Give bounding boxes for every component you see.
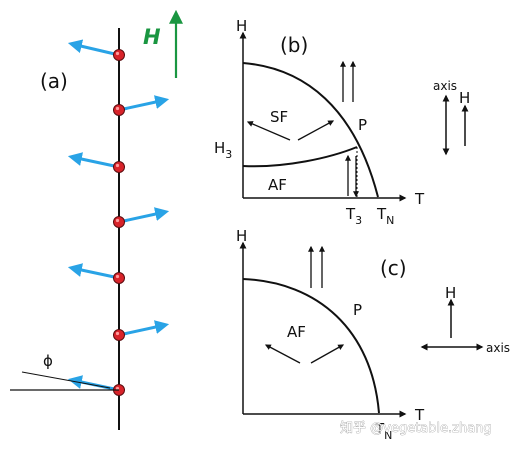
phase-p-label-c: P	[353, 301, 362, 319]
atom	[113, 104, 125, 116]
atom	[113, 329, 125, 341]
field-note-b: H	[459, 89, 470, 107]
phase-sf-label: SF	[270, 108, 288, 126]
af-spin-arrow-left-c	[264, 344, 301, 364]
spin-arrow	[67, 39, 120, 57]
t-axis-c-label: T	[414, 406, 425, 424]
spin-arrow	[67, 152, 120, 169]
phase-p-label-b: P	[358, 116, 367, 134]
phase-af-label-c: AF	[287, 323, 306, 341]
panel-a-label: (a)	[40, 69, 68, 93]
panel-c-label: (c)	[380, 256, 407, 280]
spin-arrow	[67, 263, 120, 280]
spin-arrow	[118, 207, 170, 224]
atom	[113, 272, 125, 284]
phase-boundary-af-sf	[242, 146, 358, 168]
angle-reference-line	[21, 371, 111, 389]
phase-af-label-b: AF	[268, 176, 287, 194]
panel-c: H T (c) TN AF P H axis	[236, 227, 510, 442]
field-note-c: H	[445, 284, 456, 302]
phase-boundary-paramagnetic	[242, 62, 379, 198]
tn-label-b: TN	[376, 205, 394, 227]
h-axis-c-label: H	[236, 227, 247, 245]
atom	[113, 49, 125, 61]
easy-axis-note-c: axis	[486, 341, 510, 355]
spin-arrow	[118, 320, 170, 337]
af-spin-arrow-right-c	[310, 344, 345, 364]
watermark: 知乎 @vegetable.zhang	[340, 420, 492, 436]
easy-axis-note-b: axis	[433, 79, 457, 93]
atom	[113, 161, 125, 173]
phase-boundary-c	[242, 278, 380, 414]
sf-spin-arrow-right	[297, 120, 335, 141]
panel-b: H T (b) H3 T3 TN SF AF P axis H	[214, 17, 470, 227]
spin-arrow	[118, 95, 170, 112]
panel-a: (a) ϕ H	[10, 9, 183, 430]
h3-label: H3	[214, 139, 232, 161]
t-axis-b-label: T	[414, 190, 425, 208]
panel-b-label: (b)	[280, 33, 308, 57]
applied-field-label: H	[143, 25, 161, 49]
angle-phi-label: ϕ	[43, 352, 53, 370]
h-axis-b-label: H	[236, 17, 247, 35]
t3-label: T3	[345, 205, 362, 227]
sf-spin-arrow-left	[246, 121, 291, 141]
atom	[113, 216, 125, 228]
tn-label-c: TN	[374, 420, 392, 442]
